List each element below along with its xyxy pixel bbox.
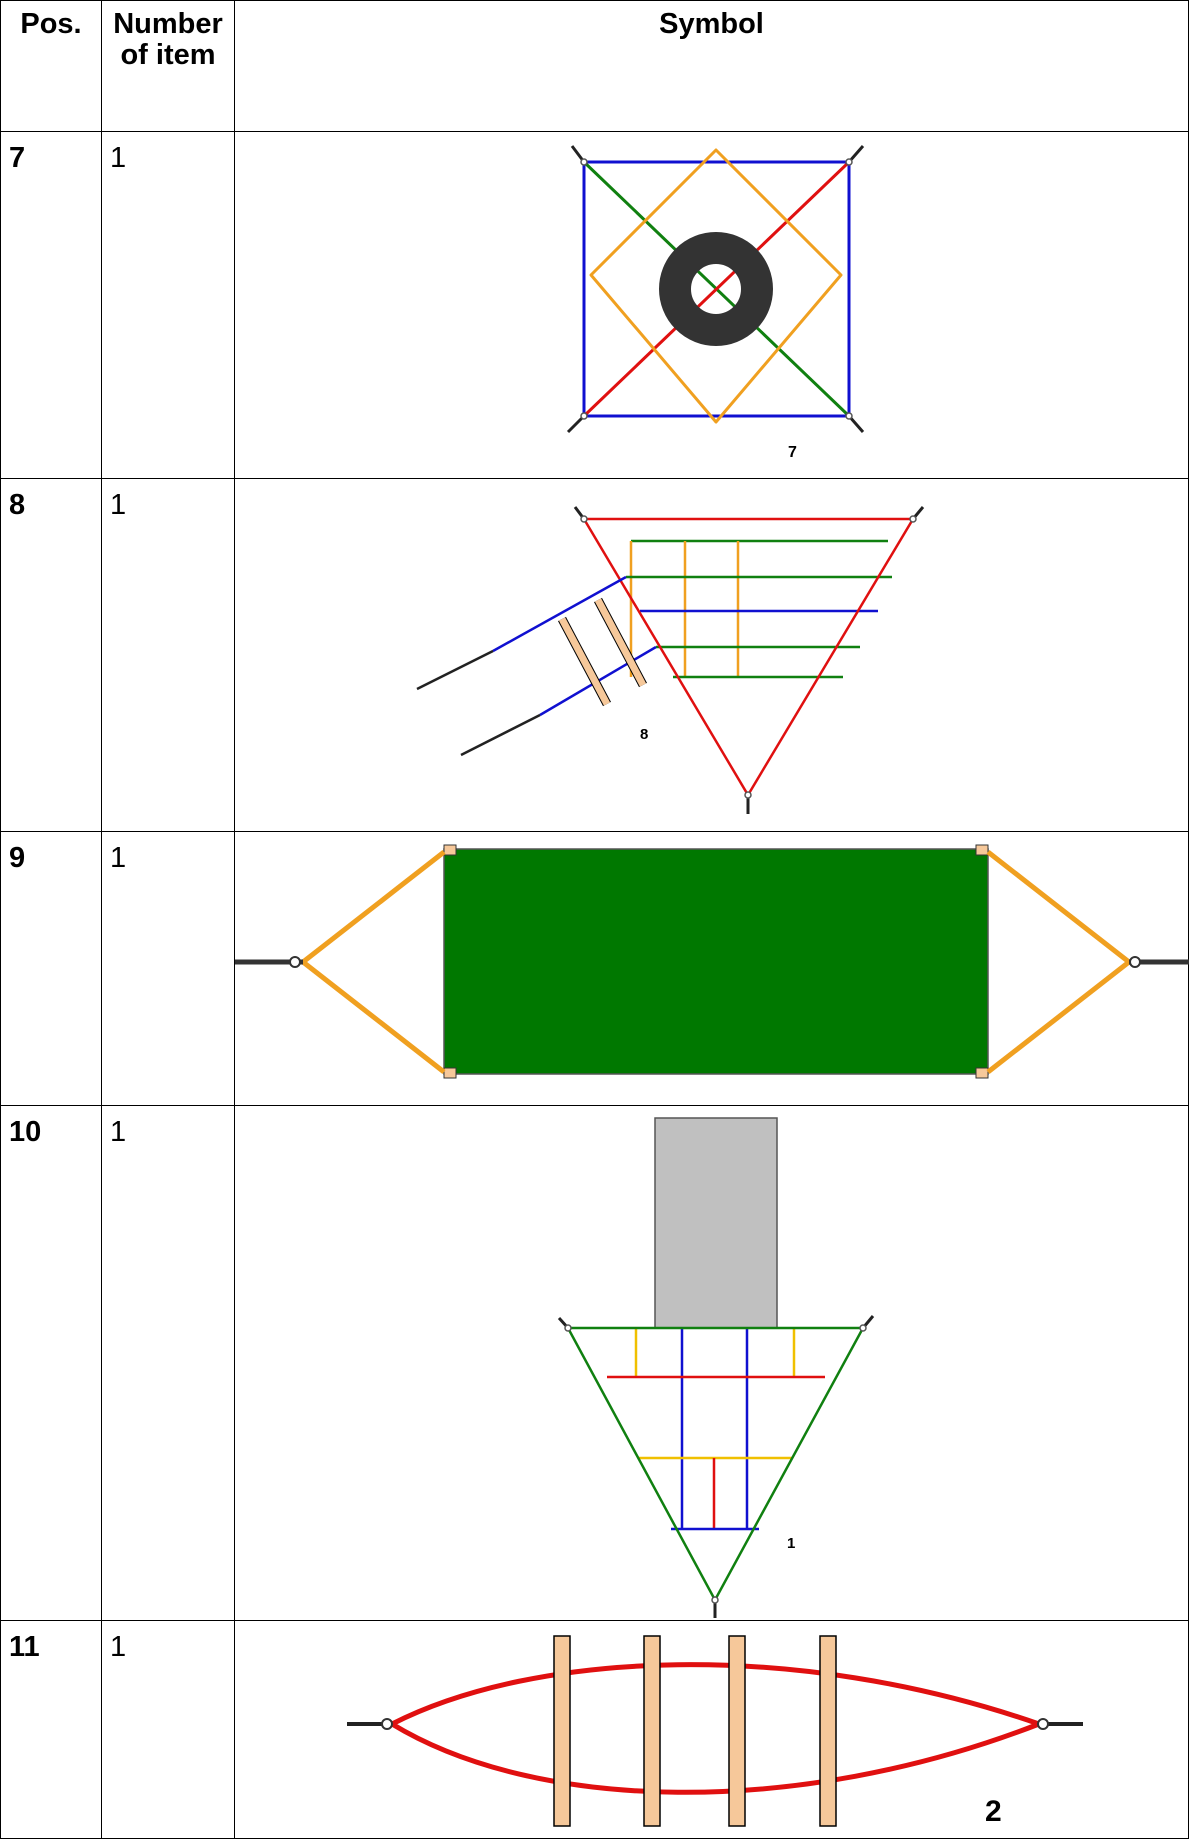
pos-cell: 9 <box>0 831 102 1106</box>
count-cell: 1 <box>101 478 235 832</box>
table-row: 7 1 7 <box>0 131 1189 479</box>
table-row: 11 1 2 <box>0 1620 1189 1839</box>
drawing-label: 2 <box>985 1795 1002 1828</box>
count-cell: 1 <box>101 1620 235 1839</box>
green-panel-net <box>235 844 1189 1079</box>
pos-cell: 8 <box>0 478 102 832</box>
symbol-cell <box>234 831 1189 1106</box>
count-cell: 1 <box>101 831 235 1106</box>
square-net-with-tyre: 7 <box>566 145 865 461</box>
symbol-cell: 8 <box>234 478 1189 832</box>
drawing-label: 7 <box>788 444 797 461</box>
header-pos: Pos. <box>0 0 102 132</box>
triangle-net-with-block: 1 <box>557 1117 875 1618</box>
header-symbol: Symbol <box>234 0 1189 132</box>
pos-cell: 11 <box>0 1620 102 1839</box>
pos-cell: 7 <box>0 131 102 479</box>
header-row: Pos. Number of item Symbol <box>0 0 1189 132</box>
symbol-cell: 7 <box>234 131 1189 479</box>
hammock-with-planks: 2 <box>347 1635 1083 1828</box>
count-cell: 1 <box>101 1105 235 1621</box>
symbol-cell: 2 <box>234 1620 1189 1839</box>
table-row: 8 1 <box>0 478 1189 832</box>
table-row: 10 1 <box>0 1105 1189 1621</box>
drawing-label: 8 <box>640 726 648 743</box>
triangle-net-with-ladder: 8 <box>416 506 925 814</box>
pos-cell: 10 <box>0 1105 102 1621</box>
drawing-label: 1 <box>787 1535 795 1552</box>
symbol-cell: 1 <box>234 1105 1189 1621</box>
grey-block <box>654 1117 778 1329</box>
table-row: 9 1 <box>0 831 1189 1106</box>
header-count: Number of item <box>101 0 235 132</box>
tyre-icon <box>659 232 773 346</box>
count-cell: 1 <box>101 131 235 479</box>
